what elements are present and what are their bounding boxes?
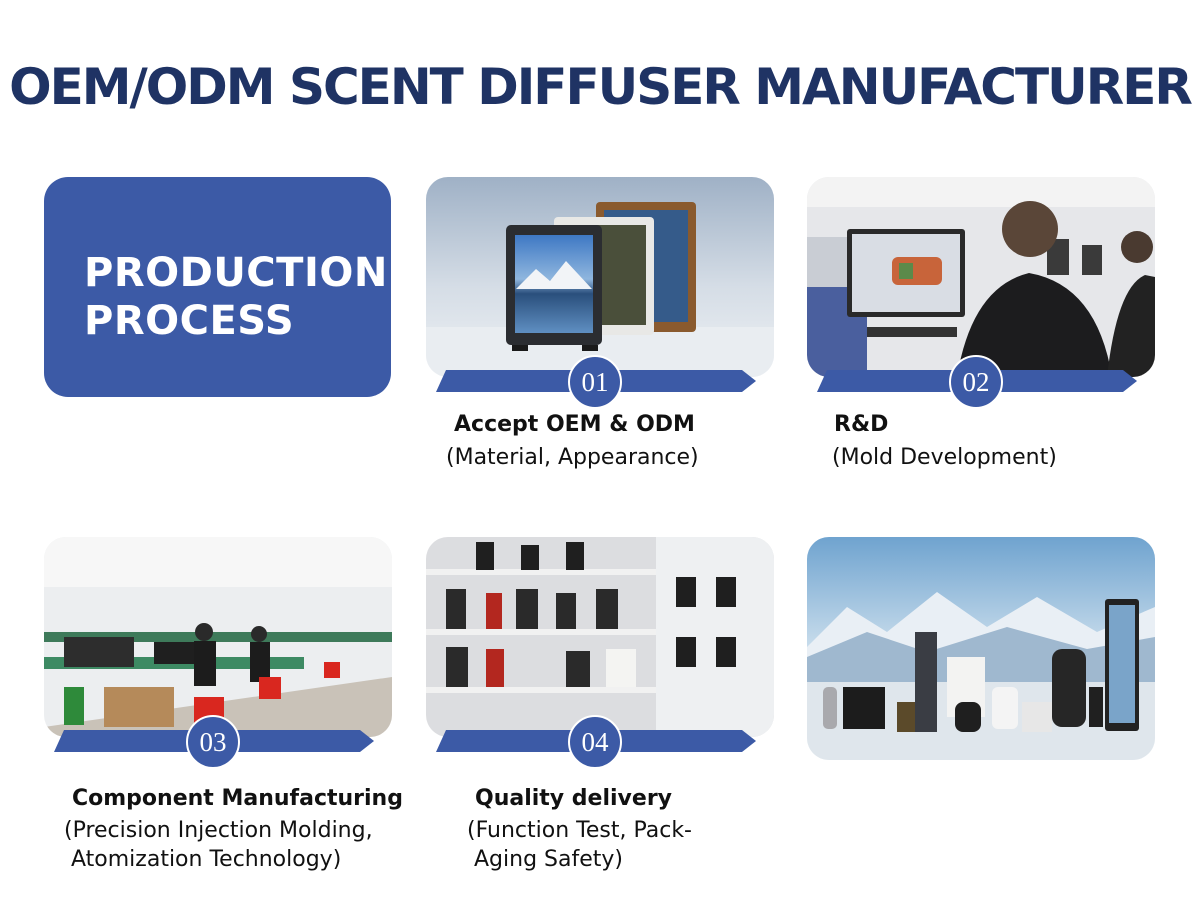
step-01-subtitle: (Material, Appearance) [446, 443, 699, 472]
step-04-subtitle: (Function Test, Pack- Aging Safety) [467, 816, 692, 874]
step-03-badge: 03 [186, 715, 240, 769]
production-process-card: PRODUCTION PROCESS [44, 177, 391, 397]
product-lineup-photo [807, 537, 1155, 760]
step-04-badge: 04 [568, 715, 622, 769]
quality-delivery-photo [426, 537, 774, 737]
step-01-badge: 01 [568, 355, 622, 409]
step-01-subtitle-line-1: (Material, Appearance) [446, 445, 699, 470]
step-02-subtitle-line-1: (Mold Development) [832, 445, 1057, 470]
step-01-title: Accept OEM & ODM [454, 412, 695, 437]
step-02-subtitle: (Mold Development) [832, 443, 1057, 472]
step-03-subtitle: (Precision Injection Molding, Atomizatio… [64, 816, 373, 874]
production-process-heading: PRODUCTION PROCESS [84, 249, 388, 345]
step-04-subtitle-line-1: (Function Test, Pack- [467, 818, 692, 843]
step-03-title: Component Manufacturing [72, 786, 403, 811]
page-title: OEM/ODM SCENT DIFFUSER MANUFACTURER [9, 58, 1193, 116]
component-manufacturing-photo [44, 537, 392, 737]
step-04-title: Quality delivery [475, 786, 673, 811]
step-02-title: R&D [834, 412, 889, 437]
step-03-subtitle-line-2: Atomization Technology) [71, 847, 342, 872]
rd-photo [807, 177, 1155, 377]
step-02-badge: 02 [949, 355, 1003, 409]
hero-line-1: PRODUCTION [84, 250, 388, 296]
oem-odm-photo [426, 177, 774, 377]
step-04-subtitle-line-2: Aging Safety) [474, 847, 623, 872]
hero-line-2: PROCESS [84, 298, 295, 344]
step-03-subtitle-line-1: (Precision Injection Molding, [64, 818, 373, 843]
